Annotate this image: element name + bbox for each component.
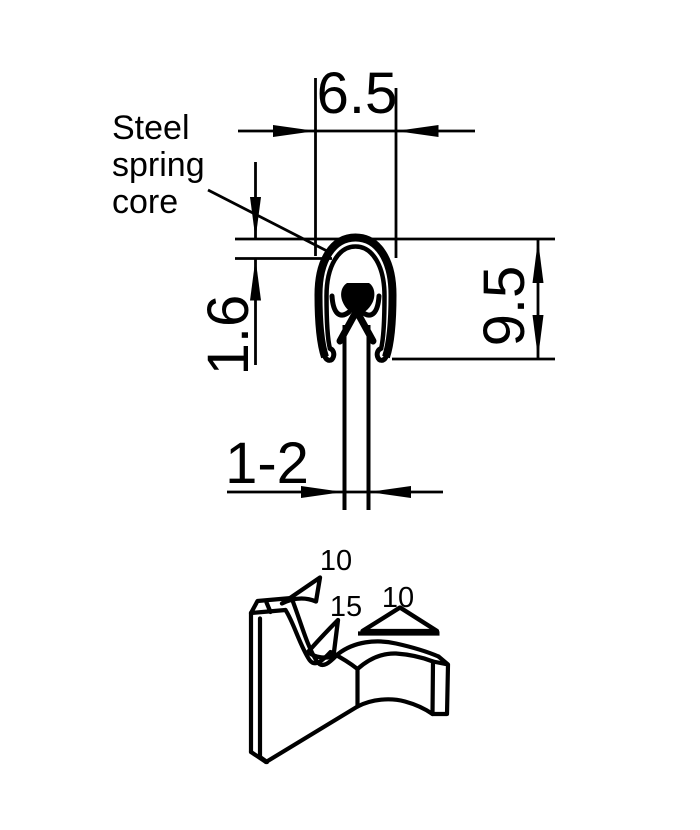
flange-end-cap (430, 654, 451, 717)
trim-profile-cross-section (314, 233, 397, 510)
arrowhead-left-icon (396, 125, 439, 137)
left-gripper-finger (329, 293, 352, 318)
callout-line-1: Steel (112, 109, 190, 147)
dimension-grip-value: 1-2 (225, 431, 309, 496)
arrowhead-right-icon (301, 486, 343, 498)
flange-bottom-edge (263, 697, 435, 765)
radius-label-2: 15 (330, 591, 362, 623)
callout-line-3: core (112, 183, 178, 221)
arrowhead-up-icon (532, 240, 544, 283)
wall-top-tick (264, 600, 273, 615)
wall-top-back-edge (248, 595, 294, 616)
arrowhead-right-icon (273, 125, 316, 137)
bend-radius-markers: 10 15 10 (279, 545, 440, 660)
dimension-wall-thickness: 1.6 (196, 162, 555, 375)
bend-flag-left-icon (279, 575, 323, 606)
dimension-grip-range: 1-2 (225, 431, 443, 498)
radius-label-1: 10 (320, 545, 352, 577)
right-gripper-finger (359, 293, 382, 318)
arrowhead-left-icon (369, 486, 411, 498)
callout-line-2: spring (112, 146, 205, 184)
arrowhead-down-icon (532, 315, 544, 358)
bend-flag-right-icon (360, 605, 440, 634)
isometric-flange-view (248, 595, 451, 765)
dimension-width: 6.5 (238, 61, 475, 258)
bend-flag-middle-icon (305, 617, 341, 660)
steel-spring-core-callout: Steel spring core (112, 109, 330, 254)
arrowhead-up-icon (250, 258, 261, 301)
dimension-height: 9.5 (392, 240, 555, 361)
central-tongue (341, 283, 375, 315)
callout-leader-line (207, 188, 330, 254)
arrowhead-down-icon (250, 197, 261, 239)
rubber-outer-wall (314, 233, 397, 359)
left-foot-hook (322, 346, 337, 363)
right-foot-hook (374, 346, 389, 363)
dimension-wall-value: 1.6 (196, 295, 261, 376)
dimension-height-value: 9.5 (472, 266, 537, 347)
dimension-width-value: 6.5 (317, 61, 398, 126)
flange-back-top-edge (289, 595, 441, 667)
steel-spring-core-layer (324, 244, 387, 350)
flange-front-top-edge (355, 651, 436, 672)
